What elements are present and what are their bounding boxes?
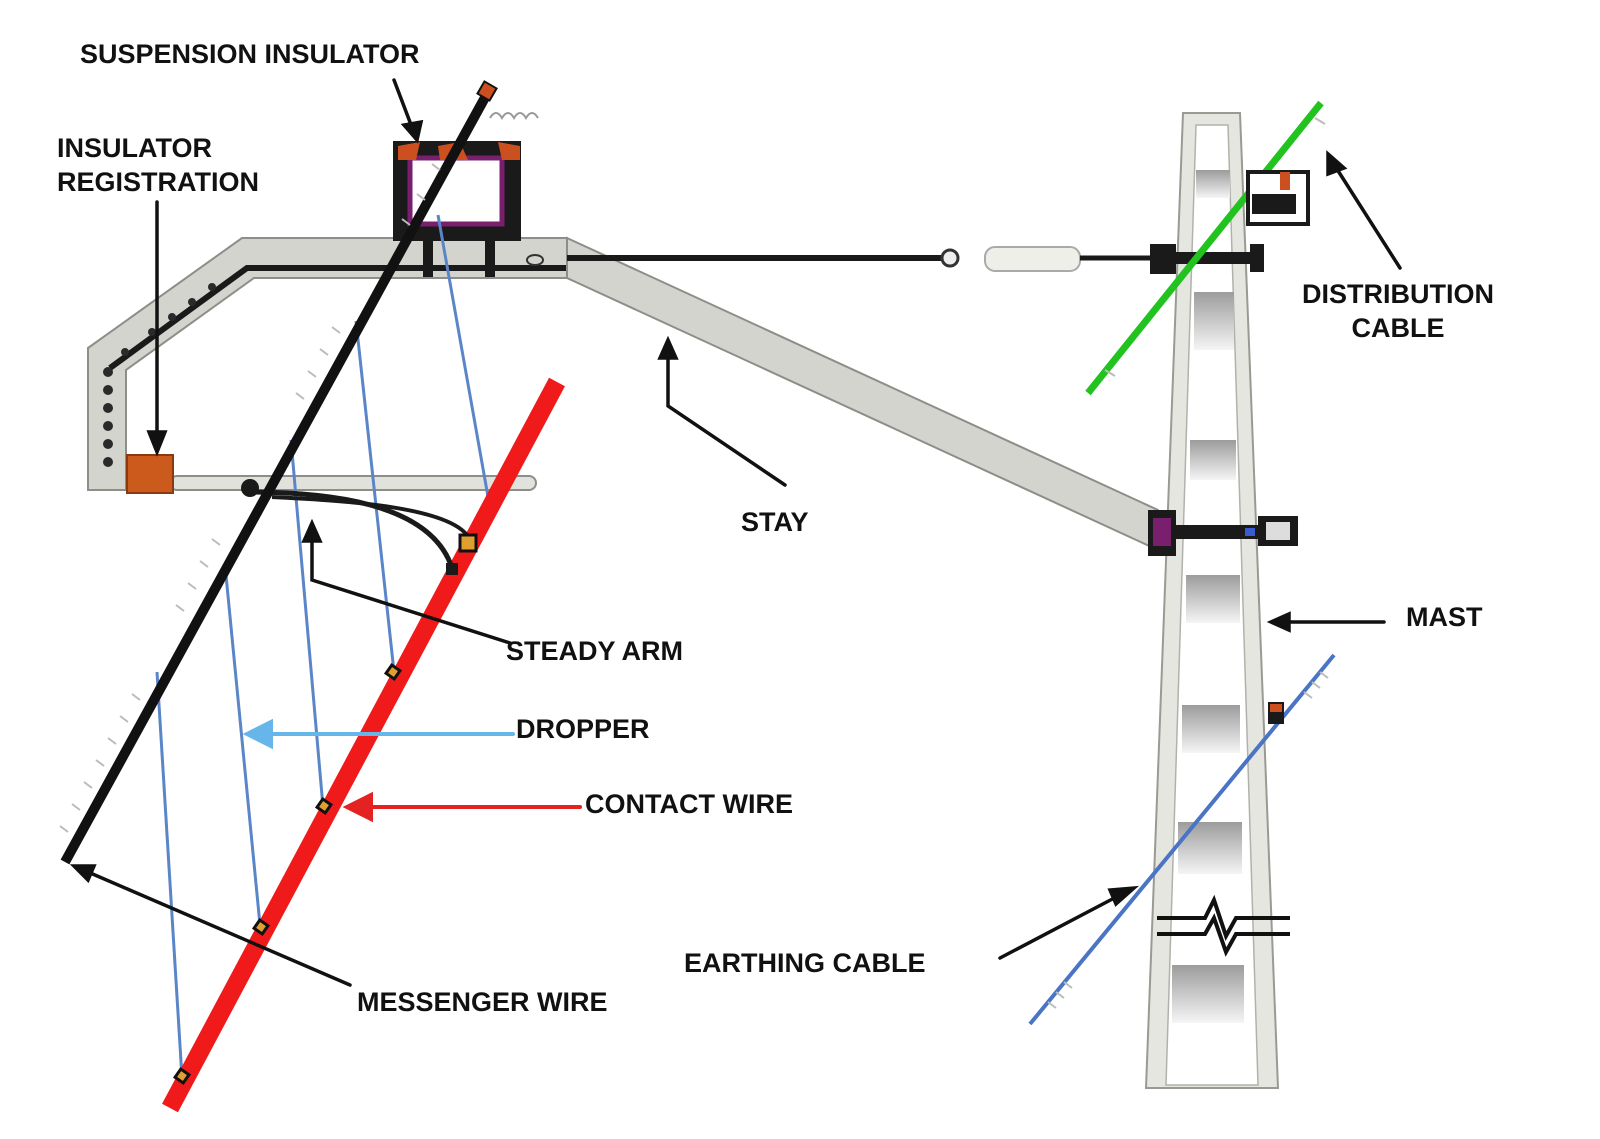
arrow-earthing-cable bbox=[998, 885, 1140, 960]
arrow-mast bbox=[1266, 611, 1386, 633]
label-steady-arm: STEADY ARM bbox=[506, 636, 684, 666]
label-mast: MAST bbox=[1406, 602, 1483, 632]
label-stay: STAY bbox=[741, 507, 809, 537]
arrow-stay bbox=[657, 335, 787, 487]
arrow-steady-arm bbox=[301, 518, 512, 645]
dropper-clamps bbox=[172, 662, 403, 1086]
cantilever-tube bbox=[87, 237, 570, 491]
label-insulator-registration-line1: INSULATOR bbox=[57, 133, 212, 163]
arrow-messenger-wire bbox=[69, 864, 352, 987]
registration-tube bbox=[126, 454, 537, 494]
messenger-insulator-sheds bbox=[59, 163, 441, 833]
label-distribution-cable-line1: DISTRIBUTION bbox=[1302, 279, 1494, 309]
arrow-dropper bbox=[242, 718, 515, 750]
stay-bracket bbox=[1148, 510, 1298, 556]
dropper-wires bbox=[155, 214, 492, 1079]
label-insulator-registration-line2: REGISTRATION bbox=[57, 166, 259, 197]
steady-arm bbox=[241, 479, 478, 575]
arrow-insulator-registration bbox=[146, 200, 168, 457]
label-messenger-wire: MESSENGER WIRE bbox=[357, 987, 608, 1017]
distribution-cable bbox=[1085, 100, 1326, 396]
mast-lattice-rungs bbox=[1172, 170, 1244, 1023]
contact-wire bbox=[162, 377, 565, 1113]
arrow-contact-wire bbox=[342, 791, 582, 823]
label-distribution-cable-line2: CABLE bbox=[1351, 312, 1445, 343]
arrow-distribution-cable bbox=[1326, 150, 1402, 270]
label-insulator-registration: INSULATOR REGISTRATION bbox=[57, 132, 259, 200]
label-contact-wire: CONTACT WIRE bbox=[585, 789, 793, 819]
pointer-arrows bbox=[69, 78, 1402, 987]
label-earthing-cable: EARTHING CABLE bbox=[684, 948, 926, 978]
label-distribution-cable: DISTRIBUTION CABLE bbox=[1302, 278, 1494, 346]
earthing-cable bbox=[1028, 653, 1336, 1026]
label-suspension-insulator: SUSPENSION INSULATOR bbox=[80, 39, 420, 69]
arrow-suspension-insulator bbox=[392, 78, 424, 144]
stay-tube bbox=[566, 236, 1159, 552]
mast-break-symbol bbox=[1157, 894, 1290, 957]
label-dropper: DROPPER bbox=[516, 714, 650, 744]
tie-rod bbox=[567, 244, 1264, 274]
messenger-wire bbox=[59, 80, 498, 865]
